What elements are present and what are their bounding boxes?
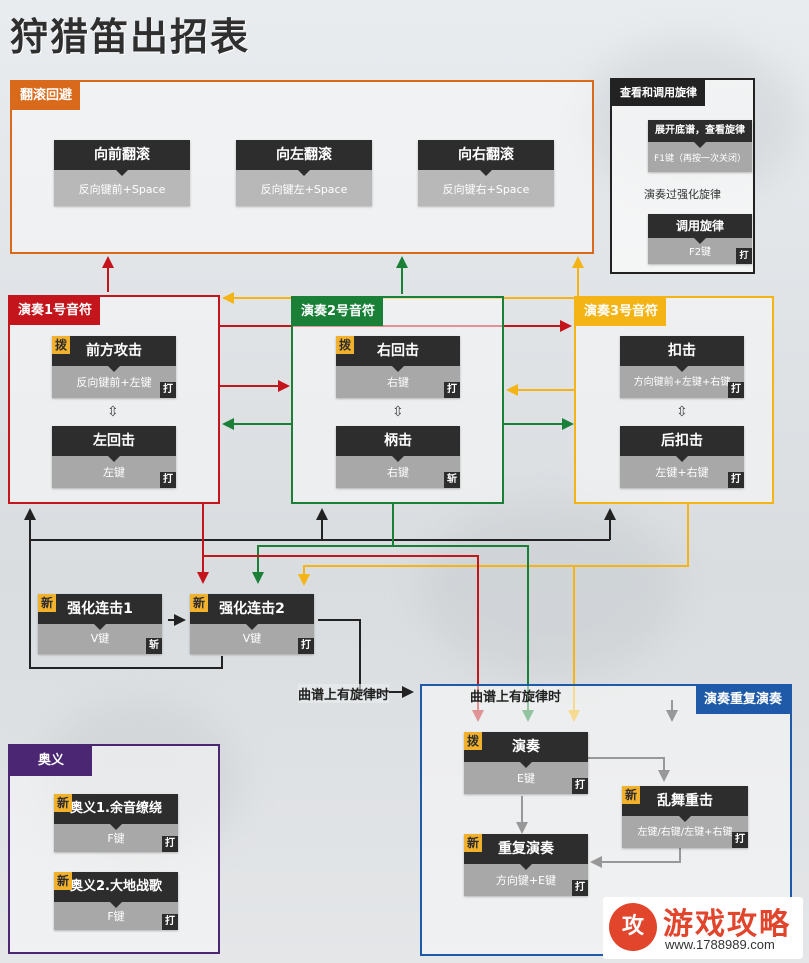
panel-ultimate-title: 奥义 <box>10 746 93 776</box>
tag-blunt: 打 <box>572 778 588 794</box>
watermark-title: 游戏攻略 <box>663 907 791 942</box>
card-combo1: 强化连击1 V键 新 斩 <box>38 594 162 654</box>
card-combo1-name: 强化连击1 <box>38 594 162 630</box>
card-perform-name: 演奏 <box>464 732 588 768</box>
panel-roll-title: 翻滚回避 <box>12 82 81 110</box>
tag-blunt: 打 <box>444 382 460 398</box>
card-handle-strike-name: 柄击 <box>336 426 460 462</box>
card-roll-forward-name: 向前翻滚 <box>54 140 190 176</box>
badge-new: 新 <box>38 594 56 612</box>
card-ult2: 奥义2.大地战歌 F键 新 打 <box>54 872 178 930</box>
badge-new: 新 <box>622 786 640 804</box>
card-melody-call: 调用旋律 F2键 打 <box>648 214 752 264</box>
card-ult1: 奥义1.余音缭绕 F键 新 打 <box>54 794 178 852</box>
card-ult1-name: 奥义1.余音缭绕 <box>54 794 178 830</box>
card-roll-left-name: 向左翻滚 <box>236 140 372 176</box>
swap-arrows-icon: ⇳ <box>392 404 404 420</box>
card-roll-right-input: 反向键右+Space <box>418 170 554 206</box>
card-right-swing-name: 右回击 <box>336 336 460 372</box>
tag-slash: 斩 <box>444 472 460 488</box>
card-roll-left: 向左翻滚 反向键左+Space <box>236 140 372 206</box>
panel-note1-title: 演奏1号音符 <box>10 297 101 325</box>
card-roll-left-input: 反向键左+Space <box>236 170 372 206</box>
badge-new: 新 <box>54 794 72 812</box>
card-combo2-name: 强化连击2 <box>190 594 314 630</box>
card-smash: 扣击 方向键前+左键+右键 打 <box>620 336 744 398</box>
badge-pluck: 拨 <box>336 336 354 354</box>
panel-melody-title: 查看和调用旋律 <box>612 80 705 106</box>
tag-blunt: 打 <box>736 248 752 264</box>
tag-slash: 斩 <box>146 638 162 654</box>
swap-arrows-icon: ⇳ <box>676 404 688 420</box>
tag-blunt: 打 <box>572 880 588 896</box>
melody-note-text: 演奏过强化旋律 <box>644 188 721 201</box>
card-melody-view-name: 展开底谱，查看旋律 <box>648 120 752 148</box>
card-back-smash-input: 左键+右键 <box>620 456 744 488</box>
card-repeat-perform-name: 重复演奏 <box>464 834 588 870</box>
card-front-attack: 前方攻击 反向键前+左键 拨 打 <box>52 336 176 398</box>
badge-pluck: 拨 <box>52 336 70 354</box>
card-left-swing-input: 左键 <box>52 456 176 488</box>
tag-blunt: 打 <box>160 472 176 488</box>
badge-new: 新 <box>54 872 72 890</box>
watermark-logo-icon: 攻 <box>609 903 657 951</box>
card-frenzy: 乱舞重击 左键/右键/左键+右键 新 打 <box>622 786 748 848</box>
watermark: 攻 游戏攻略 www.1788989.com <box>603 897 803 959</box>
tag-blunt: 打 <box>162 836 178 852</box>
panel-note3-title: 演奏3号音符 <box>576 298 667 326</box>
card-back-smash-name: 后扣击 <box>620 426 744 462</box>
card-combo2: 强化连击2 V键 新 打 <box>190 594 314 654</box>
card-roll-right: 向右翻滚 反向键右+Space <box>418 140 554 206</box>
badge-new: 新 <box>464 834 482 852</box>
line-combo2-to-condition <box>318 619 414 698</box>
melody-condition-label-right: 曲谱上有旋律时 <box>470 690 562 705</box>
card-smash-name: 扣击 <box>620 336 744 372</box>
card-right-swing: 右回击 右键 拨 打 <box>336 336 460 398</box>
card-repeat-perform: 重复演奏 方向键+E键 新 打 <box>464 834 588 896</box>
card-front-attack-name: 前方攻击 <box>52 336 176 372</box>
card-roll-forward: 向前翻滚 反向键前+Space <box>54 140 190 206</box>
watermark-url: www.1788989.com <box>665 937 775 952</box>
tag-blunt: 打 <box>728 382 744 398</box>
card-perform: 演奏 E键 拨 打 <box>464 732 588 794</box>
tag-blunt: 打 <box>162 914 178 930</box>
badge-pluck: 拨 <box>464 732 482 750</box>
panel-ultimate: 奥义 <box>8 744 220 954</box>
card-melody-view: 展开底谱，查看旋律 F1键（再按一次关闭） <box>648 120 752 172</box>
line-combo-return <box>29 656 223 669</box>
card-roll-right-name: 向右翻滚 <box>418 140 554 176</box>
panel-repeat-title: 演奏重复演奏 <box>695 686 790 714</box>
card-left-swing-name: 左回击 <box>52 426 176 462</box>
card-frenzy-name: 乱舞重击 <box>622 786 748 822</box>
tag-blunt: 打 <box>298 638 314 654</box>
page-title: 狩猎笛出招表 <box>10 15 251 59</box>
card-roll-forward-input: 反向键前+Space <box>54 170 190 206</box>
tag-blunt: 打 <box>728 472 744 488</box>
background-smudge <box>420 500 680 680</box>
arrow-note2-to-combo2 <box>252 504 394 584</box>
badge-new: 新 <box>190 594 208 612</box>
card-back-smash: 后扣击 左键+右键 打 <box>620 426 744 488</box>
card-ult2-name: 奥义2.大地战歌 <box>54 872 178 908</box>
panel-note2-title: 演奏2号音符 <box>293 298 384 326</box>
melody-condition-label-left: 曲谱上有旋律时 <box>298 684 390 703</box>
swap-arrows-icon: ⇳ <box>107 404 119 420</box>
card-melody-call-name: 调用旋律 <box>648 214 752 244</box>
card-handle-strike: 柄击 右键 斩 <box>336 426 460 488</box>
tag-blunt: 打 <box>732 832 748 848</box>
tag-blunt: 打 <box>160 382 176 398</box>
card-left-swing: 左回击 左键 打 <box>52 426 176 488</box>
